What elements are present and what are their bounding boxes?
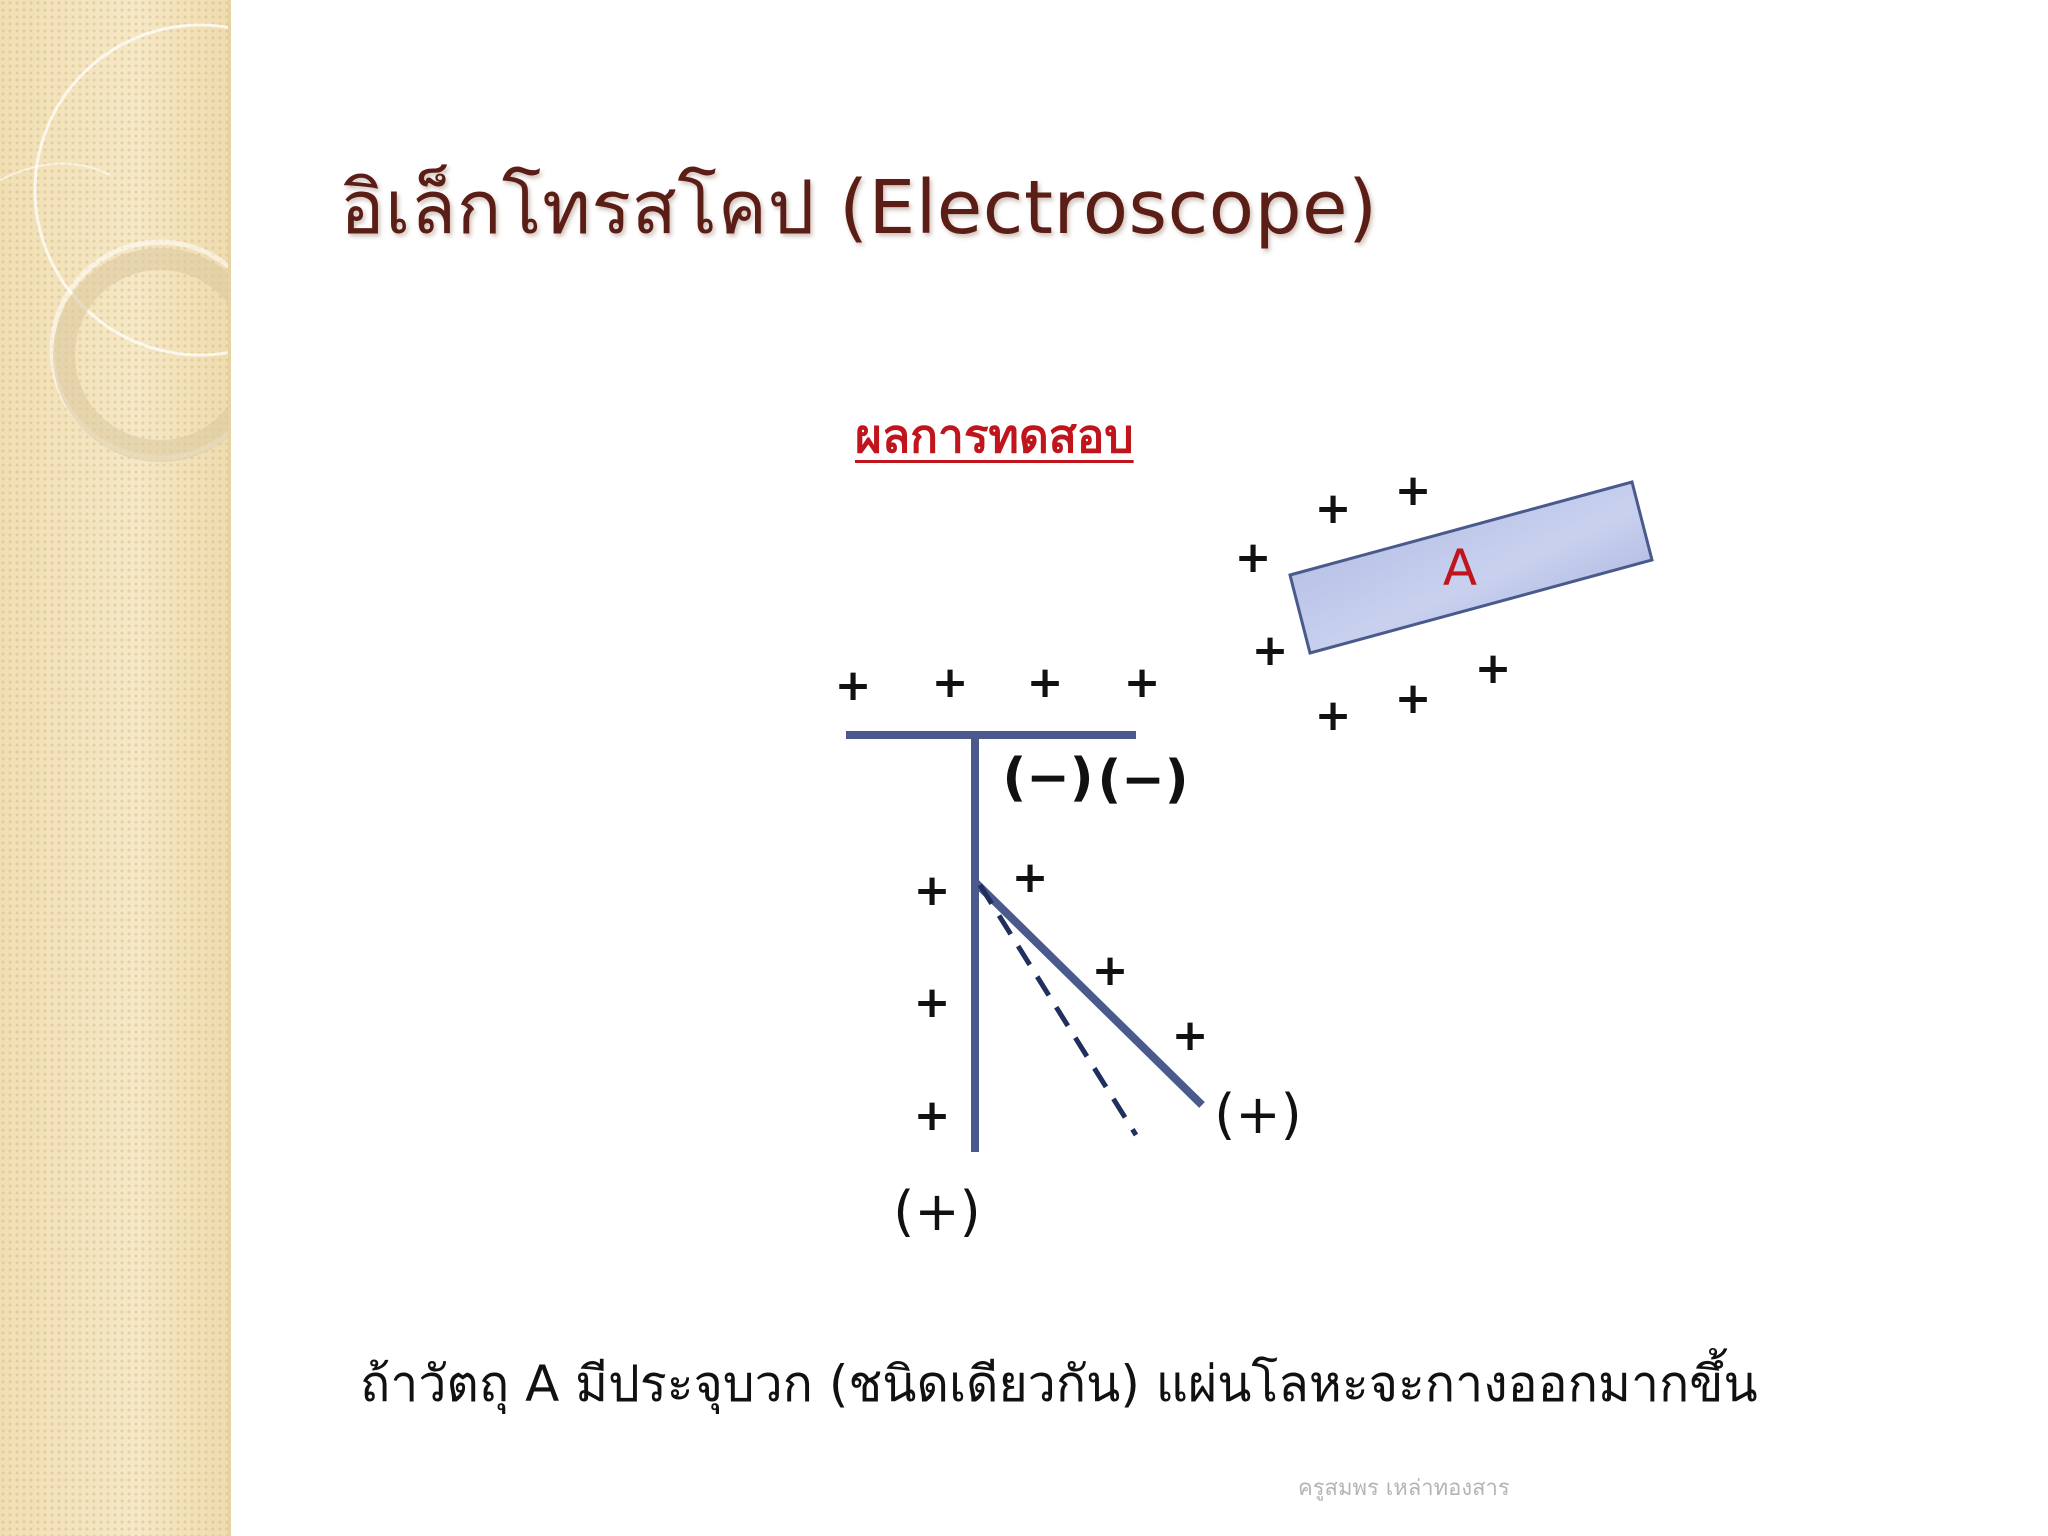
electroscope-leaf-deflected — [972, 879, 1205, 1108]
rod-charge: + — [1315, 483, 1352, 534]
stem-charge: + — [914, 865, 951, 916]
leaf-charge: + — [1092, 945, 1129, 996]
plate-charge: + — [932, 657, 969, 708]
rod-charge: + — [1252, 625, 1289, 676]
rod-charge: + — [1475, 643, 1512, 694]
rod-charge: + — [1395, 465, 1432, 516]
stem-charge: + — [914, 1090, 951, 1141]
explanation-caption: ถ้าวัตถุ A มีประจุบวก (ชนิดเดียวกัน) แผ่… — [360, 1355, 1758, 1413]
plate-charge: + — [835, 660, 872, 711]
rod-charge: + — [1315, 690, 1352, 741]
rod-charge: + — [1235, 532, 1272, 583]
stem-charge: + — [914, 977, 951, 1028]
decorative-rings-icon — [0, 23, 228, 462]
right-leaf-label: (+) — [1214, 1083, 1301, 1146]
plate-charge: + — [1124, 657, 1161, 708]
subtitle-test-results: ผลการทดสอบ — [855, 409, 1134, 463]
decorative-side-band — [0, 0, 231, 1536]
plate-charge: + — [1027, 657, 1064, 708]
rod-label: A — [1443, 539, 1477, 597]
author-footer: ครูสมพร เหล่าทองสาร — [1298, 1476, 1510, 1501]
leaf-charge: + — [1172, 1010, 1209, 1061]
negative-charge-label: (−) — [1002, 748, 1093, 808]
electroscope-leaf-previous-position — [977, 883, 1139, 1137]
negative-charge-label: (−) — [1097, 750, 1188, 810]
rod-charge: + — [1395, 673, 1432, 724]
left-leaf-label: (+) — [893, 1180, 980, 1243]
slide-title: อิเล็กโทรสโคป (Electroscope) — [340, 165, 1378, 251]
leaf-charge: + — [1012, 852, 1049, 903]
charged-rod-a — [1288, 480, 1654, 655]
